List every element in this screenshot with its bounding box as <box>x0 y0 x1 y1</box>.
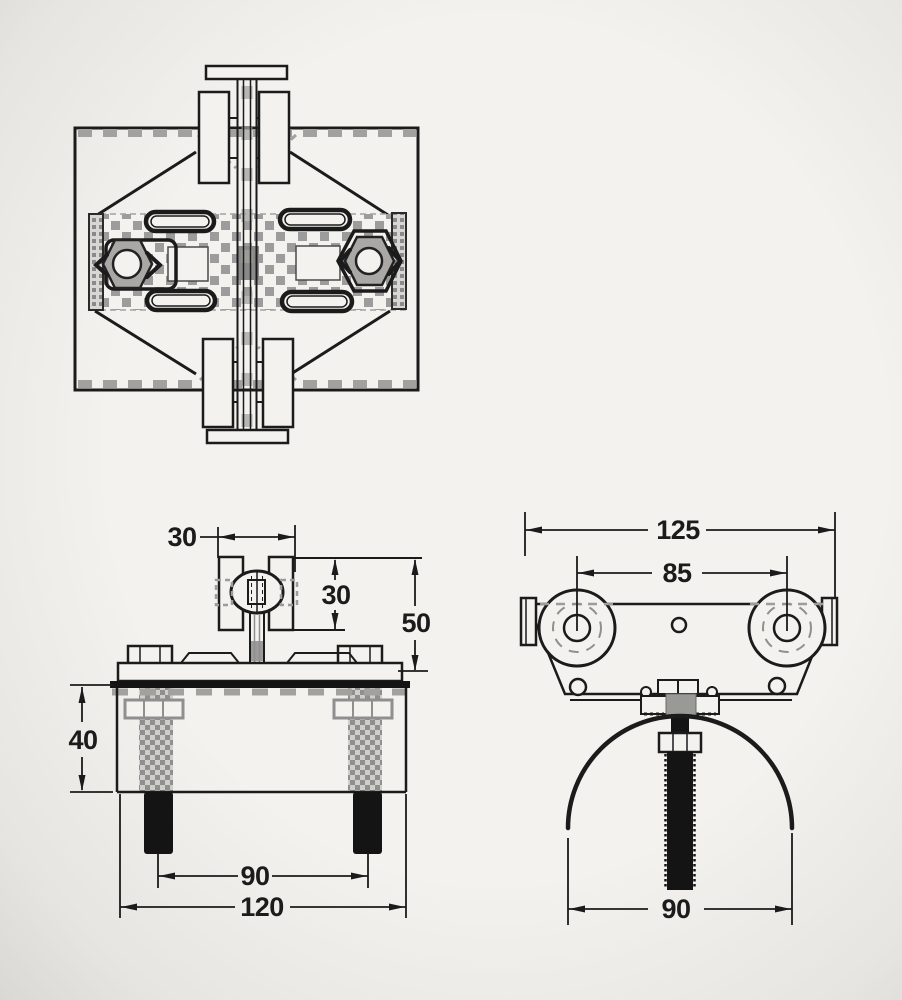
angle-tab-left <box>180 652 240 664</box>
dim-side-overall-width: 125 <box>524 512 836 597</box>
rail-top-flange <box>204 64 289 81</box>
slot-bottom-right-inner <box>286 295 348 308</box>
slot-top-left <box>143 209 217 234</box>
slot-bottom-right <box>279 289 355 314</box>
front-hidden-boss-left <box>214 578 234 607</box>
front-hanger-stem <box>249 613 265 663</box>
dim-label: 85 <box>662 558 692 588</box>
dim-front-anchor-depth: 40 <box>68 684 113 793</box>
plan-slotted-holes <box>143 207 355 314</box>
side-bolt-nut <box>657 731 703 754</box>
dim-front-base-width: 120 <box>119 794 407 922</box>
side-threaded-rod <box>667 752 693 890</box>
dim-label: 125 <box>656 515 700 545</box>
nut-left-bore <box>111 248 143 280</box>
channel-flange-black <box>110 681 410 688</box>
rail-web <box>236 79 258 430</box>
dim-label: 40 <box>68 725 97 755</box>
plan-adjust-nut-left <box>93 238 178 291</box>
front-hidden-boss-right <box>279 578 299 607</box>
plan-diagonal-braces <box>94 150 391 376</box>
dim-front-wheel-height: 30 <box>321 559 351 629</box>
dim-front-bolt-spacing: 90 <box>158 861 368 891</box>
front-base-plate <box>116 661 404 683</box>
dim-label: 50 <box>401 608 430 638</box>
slot-top-right <box>277 207 353 232</box>
wheel-top-right <box>257 90 291 185</box>
side-view: 125 85 90 <box>519 512 839 925</box>
clamp-block-left <box>167 246 209 282</box>
side-guide-left <box>519 596 538 647</box>
anchor-rod-right-end <box>353 792 382 854</box>
dim-side-wheel-spacing: 85 <box>576 556 788 631</box>
anchor-nut-left <box>123 698 185 720</box>
chevron-right-icon <box>145 251 163 279</box>
clamp-block-right <box>295 245 341 281</box>
front-view: 30 30 50 40 <box>68 522 431 922</box>
dim-side-hook-width: 90 <box>567 833 793 925</box>
anchor-nut-right <box>332 698 394 720</box>
dim-label: 90 <box>661 894 690 924</box>
side-corner-hole-left <box>568 677 588 697</box>
side-gray-nut-block <box>665 693 697 718</box>
slot-top-left-inner <box>150 215 210 228</box>
wheel-bottom-right <box>261 337 295 429</box>
dim-label: 30 <box>321 580 350 610</box>
wheel-top-left <box>197 90 231 185</box>
side-center-hole <box>670 616 688 634</box>
side-hook-arc <box>565 713 795 831</box>
chevron-left-icon <box>93 253 109 277</box>
side-corner-hole-right <box>767 676 787 696</box>
wheel-bottom-left <box>201 337 235 429</box>
slot-bottom-left-inner <box>151 294 211 307</box>
chevron-right-icon <box>387 246 403 276</box>
chevron-left-icon <box>337 248 352 274</box>
dim-front-rail-width: 30 <box>167 522 296 572</box>
rail-bottom-flange <box>205 428 290 445</box>
slot-top-right-inner <box>284 213 346 226</box>
dim-front-clearance-height: 50 <box>398 559 431 672</box>
plan-wheels <box>197 90 295 429</box>
angle-tab-right <box>286 652 358 664</box>
plan-view <box>73 64 420 445</box>
nut-right-bore <box>354 246 384 276</box>
slot-bottom-left <box>144 288 218 313</box>
anchor-rod-left-end <box>144 792 173 854</box>
dim-label: 90 <box>240 861 269 891</box>
plan-adjust-nut-right <box>336 229 403 293</box>
dim-label: 120 <box>240 892 284 922</box>
dim-label: 30 <box>167 522 196 552</box>
